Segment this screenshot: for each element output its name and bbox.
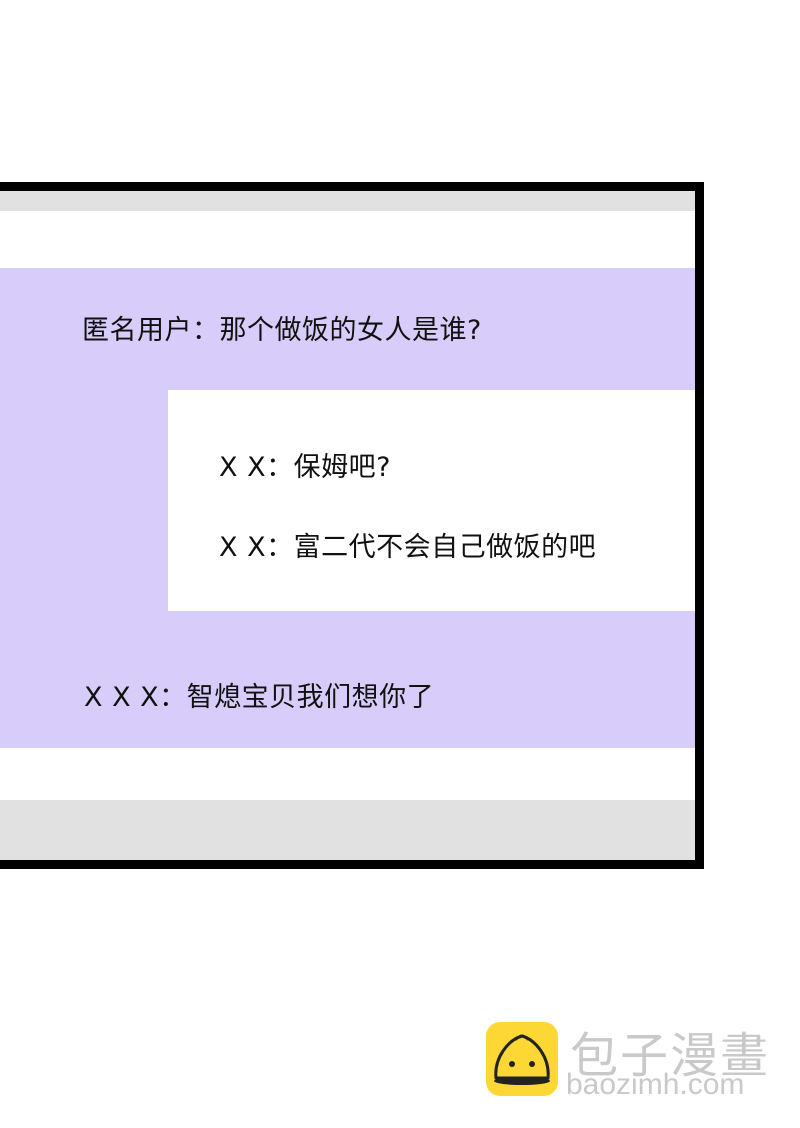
comment-anonymous: 匿名用户：那个做饭的女人是谁?	[82, 315, 482, 346]
reply-box	[168, 390, 695, 611]
top-gray-band	[0, 191, 695, 211]
comment-xxx: X X X：智熄宝贝我们想你了	[84, 682, 435, 713]
reply-2: X X：富二代不会自己做饭的吧	[219, 532, 597, 563]
comment-panel-frame: 匿名用户：那个做饭的女人是谁? X X：保姆吧? X X：富二代不会自己做饭的吧…	[0, 182, 704, 869]
watermark: 包子漫畫 baozimh.com	[486, 1022, 786, 1101]
reply-1: X X：保姆吧?	[219, 452, 391, 483]
bottom-gray-band	[0, 800, 695, 860]
steamed-bun-icon	[486, 1022, 558, 1096]
watermark-url: baozimh.com	[566, 1068, 745, 1101]
watermark-title: 包子漫畫	[570, 1028, 771, 1084]
